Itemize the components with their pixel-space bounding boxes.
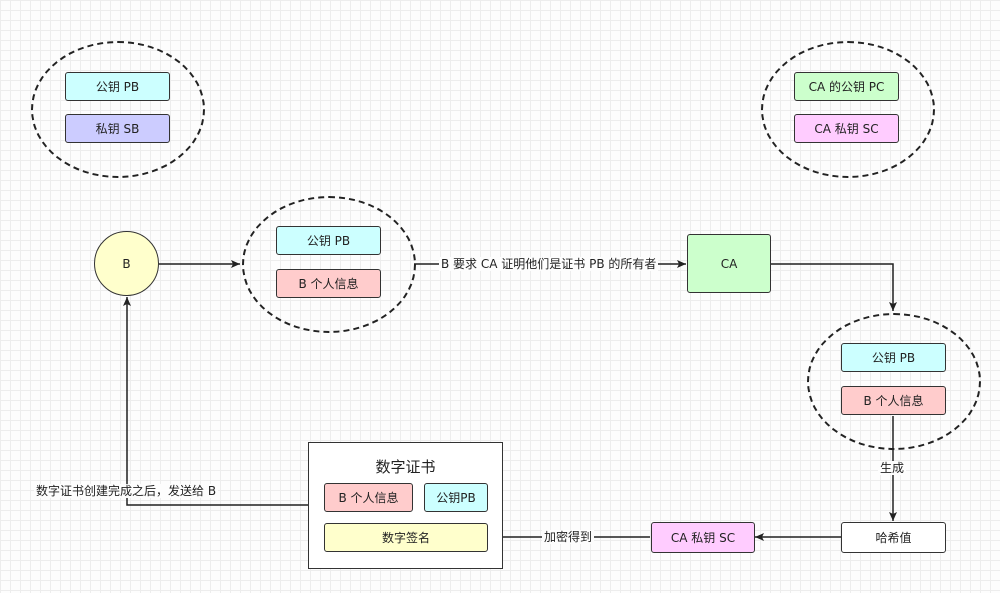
arrow-certificate-to-b xyxy=(123,297,308,506)
ca-group-personal-info-label: B 个人信息 xyxy=(863,394,924,408)
ca-private-key-box[interactable]: CA 私钥 SC xyxy=(794,114,899,143)
ca-private-key-sc-box[interactable]: CA 私钥 SC xyxy=(651,522,755,553)
ca-node-label: CA xyxy=(720,256,738,271)
request-personal-info-label: B 个人信息 xyxy=(298,277,359,291)
ca-node[interactable]: CA xyxy=(687,234,771,293)
encrypt-edge-label: 加密得到 xyxy=(542,530,595,544)
generate-edge-label: 生成 xyxy=(878,461,907,475)
request-group xyxy=(242,196,416,333)
ca-keys-group xyxy=(761,41,935,178)
send-edge-label: 数字证书创建完成之后，发送给 B xyxy=(34,484,219,498)
request-edge-label: B 要求 CA 证明他们是证书 PB 的所有者 xyxy=(439,257,659,271)
b-public-key-box[interactable]: 公钥 PB xyxy=(65,72,170,101)
b-node[interactable]: B xyxy=(94,231,159,296)
certificate-public-key-label: 公钥PB xyxy=(436,491,476,505)
request-public-key-box[interactable]: 公钥 PB xyxy=(276,226,381,255)
hash-value-label: 哈希值 xyxy=(875,531,912,545)
certificate-public-key-box[interactable]: 公钥PB xyxy=(424,483,488,512)
b-private-key-box[interactable]: 私钥 SB xyxy=(65,114,170,143)
ca-group-public-key-label: 公钥 PB xyxy=(871,351,916,365)
certificate-personal-info-box[interactable]: B 个人信息 xyxy=(324,483,413,512)
arrow-ca-to-group xyxy=(771,263,897,311)
request-public-key-label: 公钥 PB xyxy=(306,234,351,248)
b-public-key-label: 公钥 PB xyxy=(95,80,140,94)
ca-public-key-label: CA 的公钥 PC xyxy=(808,80,885,94)
ca-public-key-box[interactable]: CA 的公钥 PC xyxy=(794,72,899,101)
request-personal-info-box[interactable]: B 个人信息 xyxy=(276,269,381,298)
b-keys-group xyxy=(31,41,205,178)
certificate-signature-label: 数字签名 xyxy=(381,531,430,545)
certificate-personal-info-label: B 个人信息 xyxy=(338,491,399,505)
b-private-key-label: 私钥 SB xyxy=(95,122,140,136)
ca-group-personal-info-box[interactable]: B 个人信息 xyxy=(841,386,946,415)
ca-private-key-sc-label: CA 私钥 SC xyxy=(670,531,736,545)
ca-private-key-label: CA 私钥 SC xyxy=(814,122,879,136)
ca-group-public-key-box[interactable]: 公钥 PB xyxy=(841,343,946,372)
hash-value-box[interactable]: 哈希值 xyxy=(841,522,946,553)
certificate-signature-box[interactable]: 数字签名 xyxy=(324,523,488,552)
b-node-label: B xyxy=(122,256,131,271)
certificate-title: 数字证书 xyxy=(375,458,436,476)
ca-input-group xyxy=(807,313,981,450)
